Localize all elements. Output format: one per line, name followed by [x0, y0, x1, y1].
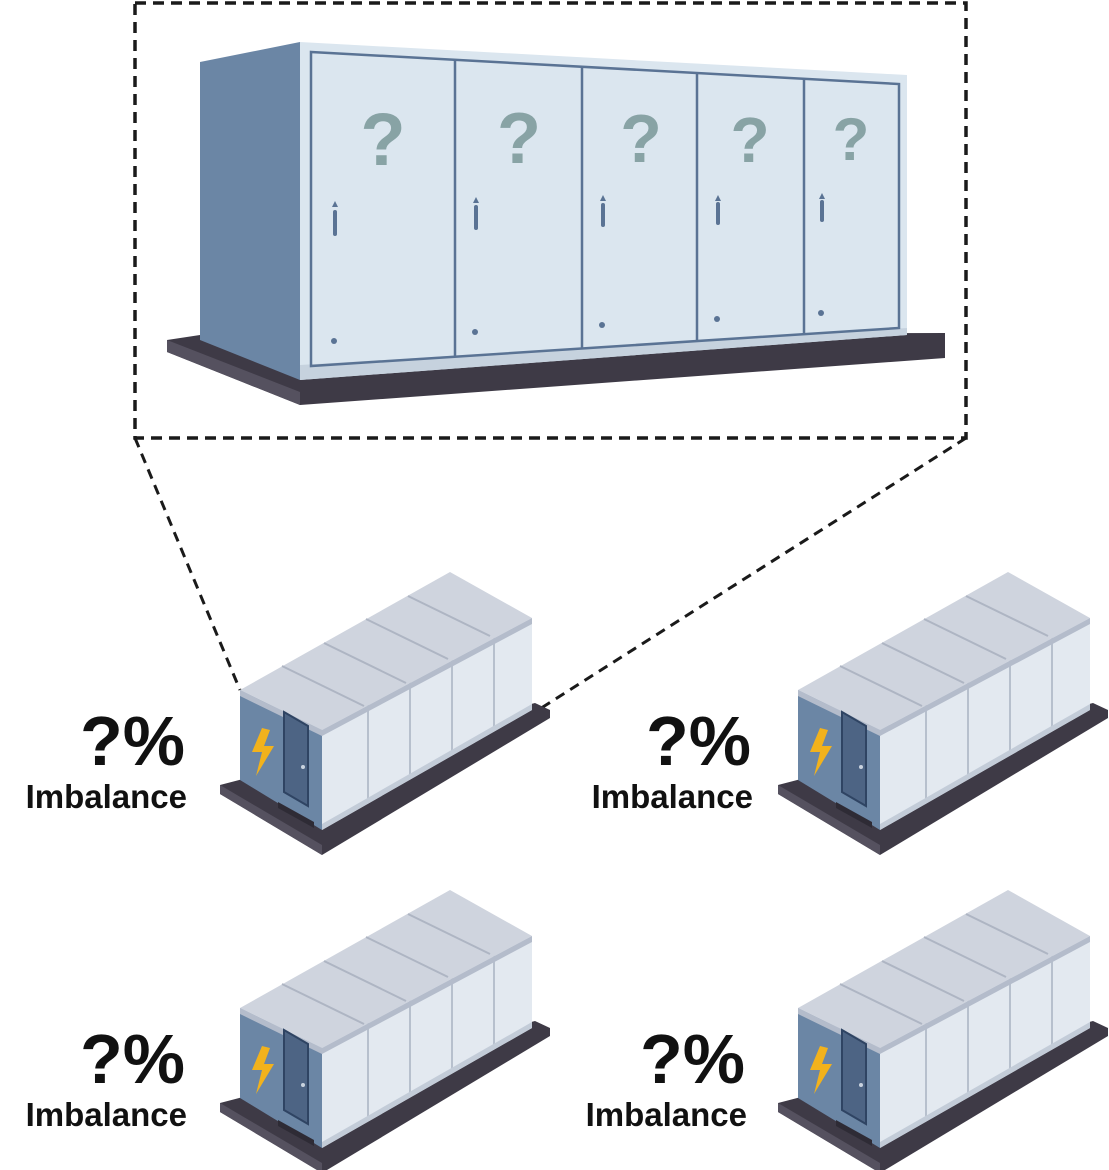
question-mark-icon: ?: [833, 106, 870, 173]
container-side-face: [322, 936, 532, 1148]
imbalance-value: ?%: [80, 1020, 185, 1098]
container-label-3: ?% Imbalance: [26, 1020, 187, 1133]
lightning-bolt-icon: [810, 728, 832, 776]
zoom-frame: [133, 1, 968, 440]
container-roof: [798, 890, 1090, 1048]
question-mark-icon: ?: [730, 104, 769, 176]
zoom-line-left: [133, 437, 242, 691]
container-side-face: [880, 936, 1090, 1148]
lightning-bolt-icon: [810, 1046, 832, 1094]
container-door: [283, 710, 309, 808]
handle-icon: [333, 210, 337, 236]
container-roof: [798, 572, 1090, 730]
battery-container-3: [220, 890, 550, 1170]
battery-container-4: [778, 890, 1108, 1170]
cabinet-panel-3: ?: [599, 101, 662, 328]
container-label-2: ?% Imbalance: [592, 702, 753, 815]
container-side-face: [880, 618, 1090, 830]
container-side-face: [322, 618, 532, 830]
question-mark-icon: ?: [360, 98, 405, 181]
handle-icon: [474, 205, 478, 230]
lightning-bolt-icon: [252, 1046, 274, 1094]
container-label-1: ?% Imbalance: [26, 702, 187, 815]
imbalance-label: Imbalance: [26, 1096, 187, 1133]
zoom-line-right: [534, 436, 967, 714]
container-roof: [240, 572, 532, 730]
handle-icon: [601, 203, 605, 227]
container-label-4: ?% Imbalance: [586, 1020, 747, 1133]
imbalance-value: ?%: [646, 702, 751, 780]
cabinet-side: [200, 42, 300, 380]
handle-icon: [820, 200, 824, 222]
question-mark-icon: ?: [620, 101, 662, 177]
cabinet-panel-4: ?: [714, 104, 770, 322]
battery-container-2: [778, 572, 1108, 855]
container-roof: [240, 890, 532, 1048]
detail-view: ? ? ? ? ?: [133, 1, 968, 714]
lightning-bolt-icon: [252, 728, 274, 776]
container-door: [283, 1028, 309, 1126]
imbalance-label: Imbalance: [592, 778, 753, 815]
question-mark-icon: ?: [497, 99, 541, 179]
battery-container-1: [220, 572, 550, 855]
cabinet-panel-2: ?: [472, 99, 541, 335]
container-door: [841, 1028, 867, 1126]
imbalance-label: Imbalance: [586, 1096, 747, 1133]
cabinet-panel-1: ?: [331, 98, 406, 344]
imbalance-label: Imbalance: [26, 778, 187, 815]
handle-icon: [716, 202, 720, 225]
container-door: [841, 710, 867, 808]
cabinet-panel-5: ?: [818, 106, 869, 316]
imbalance-value: ?%: [80, 702, 185, 780]
imbalance-value: ?%: [640, 1020, 745, 1098]
